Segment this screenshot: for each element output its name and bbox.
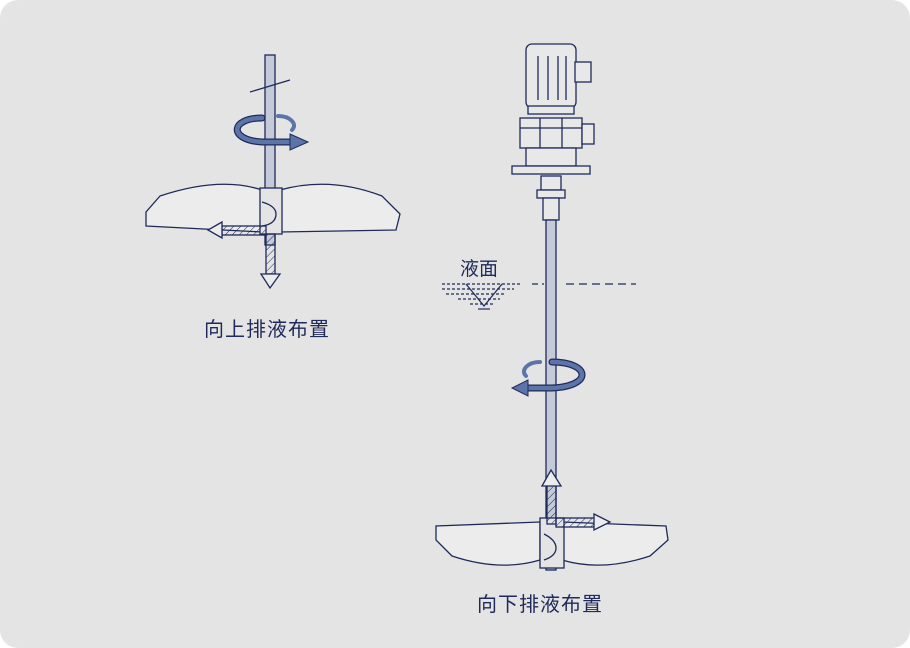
upward-shaft-break	[249, 79, 291, 93]
upward-blade-left	[145, 183, 263, 233]
liquid-level-label: 液面	[460, 258, 499, 280]
gearbox	[519, 117, 583, 149]
caption-downward: 向下排液布置	[477, 592, 603, 616]
mounting-flange	[511, 165, 591, 175]
upward-agitator	[145, 54, 401, 290]
upward-rotation-arrow	[233, 114, 310, 151]
upward-blade-right	[279, 183, 401, 233]
downward-agitator	[435, 43, 669, 571]
motor-body	[525, 43, 577, 109]
motor-terminal-box	[574, 61, 592, 83]
downward-shaft	[545, 219, 557, 571]
downward-blade-left	[435, 521, 541, 566]
downward-outflow-arrow	[555, 512, 612, 532]
downward-rotation-arrow	[510, 358, 586, 397]
upward-downflow-arrow	[259, 233, 282, 290]
liquid-level-marker	[442, 283, 636, 310]
caption-upward: 向上排液布置	[204, 317, 330, 341]
upward-outflow-arrow	[206, 220, 267, 240]
downward-blade-right	[561, 521, 669, 566]
downward-upflow-arrow	[540, 468, 563, 525]
